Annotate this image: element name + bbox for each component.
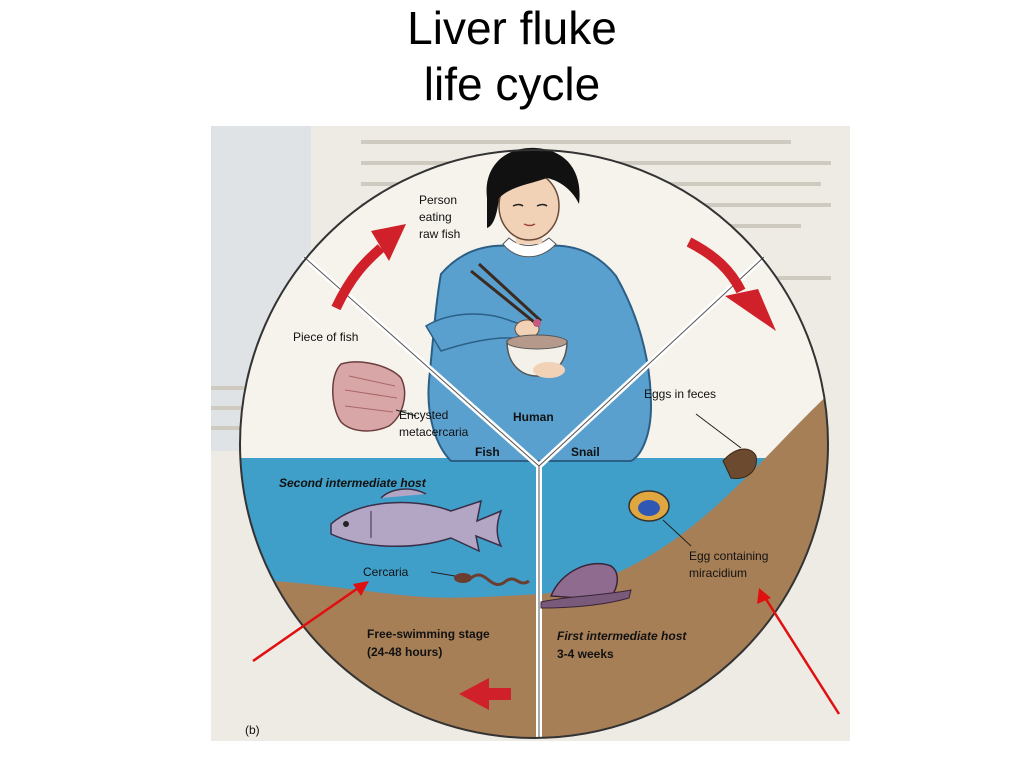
label-eggs-in-feces: Eggs in feces — [644, 387, 716, 401]
fish-illustration — [330, 488, 503, 553]
title-line-2: life cycle — [423, 58, 601, 110]
label-encysted-1: Encysted — [399, 408, 448, 422]
cycle-arrows — [331, 224, 776, 710]
cycle-outline — [239, 149, 829, 739]
label-first-host-2: 3-4 weeks — [557, 647, 614, 661]
label-egg-1: Egg containing — [689, 549, 768, 563]
label-cercaria: Cercaria — [363, 565, 409, 579]
label-person-1: Person — [419, 193, 457, 207]
label-second-host: Second intermediate host — [279, 476, 427, 490]
arrow-down-right — [686, 237, 746, 294]
label-panel: (b) — [245, 723, 260, 737]
person-illustration — [424, 147, 653, 462]
hair — [486, 147, 580, 228]
annotation-arrow-egg — [762, 595, 841, 715]
label-free-swimming-2: (24-48 hours) — [367, 645, 442, 659]
label-person-2: eating — [419, 210, 452, 224]
arrow-up-right — [331, 244, 385, 311]
label-first-host-1: First intermediate host — [557, 629, 687, 643]
label-person-3: raw fish — [419, 227, 460, 241]
label-fish: Fish — [475, 445, 500, 459]
label-snail: Snail — [571, 445, 600, 459]
piece-of-fish-illustration — [332, 361, 417, 432]
diagram-labels: Person eating raw fish Piece of fish Enc… — [245, 193, 768, 737]
slide-title: Liver fluke life cycle — [0, 0, 1024, 112]
label-encysted-2: metacercaria — [399, 425, 469, 439]
annotation-arrows — [252, 581, 841, 715]
snail-illustration — [540, 562, 632, 609]
label-human: Human — [513, 410, 554, 424]
feces-illustration — [695, 413, 757, 480]
label-free-swimming-1: Free-swimming stage — [367, 627, 490, 641]
life-cycle-diagram: Person eating raw fish Piece of fish Enc… — [211, 126, 850, 741]
life-cycle-figure: Person eating raw fish Piece of fish Enc… — [211, 126, 850, 741]
egg-illustration — [628, 490, 692, 547]
label-egg-2: miracidium — [689, 566, 747, 580]
cercaria-illustration — [430, 571, 530, 586]
title-line-1: Liver fluke — [407, 2, 617, 54]
label-piece-of-fish: Piece of fish — [293, 330, 358, 344]
annotation-arrow-cercaria — [252, 584, 362, 663]
